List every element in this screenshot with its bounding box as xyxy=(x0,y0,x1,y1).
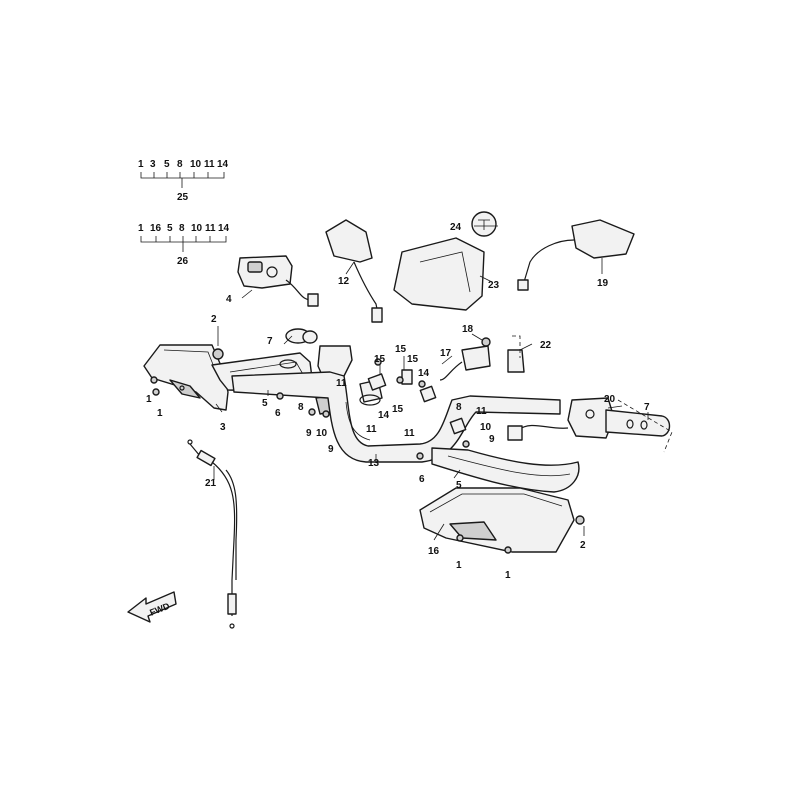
right-mirror xyxy=(517,219,635,291)
left-hand-guard xyxy=(143,344,229,411)
callout-21: 21 xyxy=(205,478,217,489)
group-25-member-8: 8 xyxy=(177,159,183,170)
right-switch-and-grip xyxy=(507,397,673,453)
callout-11-a: 11 xyxy=(336,378,347,389)
callout-15-b: 15 xyxy=(395,344,407,355)
callout-11-d: 11 xyxy=(476,406,487,417)
callout-10-b: 10 xyxy=(480,422,492,433)
callout-1-d: 1 xyxy=(505,570,511,581)
callout-8-b: 8 xyxy=(456,402,462,413)
right-hand-guard xyxy=(419,487,575,553)
callout-15-c: 15 xyxy=(407,354,419,365)
callout-15-d: 15 xyxy=(392,404,404,415)
left-mirror xyxy=(325,219,383,323)
center-clamps xyxy=(150,348,585,554)
cap xyxy=(471,211,497,237)
callout-7-b: 7 xyxy=(644,402,650,413)
callout-13: 13 xyxy=(368,458,380,469)
callout-23: 23 xyxy=(488,280,500,291)
callouts: 1 1 1 1 2 2 3 4 5 5 6 6 7 7 8 8 9 9 9 10… xyxy=(146,222,650,581)
callout-14-b: 14 xyxy=(418,368,430,379)
callout-18: 18 xyxy=(462,324,474,335)
group-25-member-5: 5 xyxy=(164,159,170,170)
callout-15-a: 15 xyxy=(374,354,386,365)
callout-9-c: 9 xyxy=(489,434,495,445)
throttle-cable xyxy=(187,439,238,629)
group-25-member-14: 14 xyxy=(217,159,229,170)
group-26-member-14: 14 xyxy=(218,223,230,234)
callout-1-c: 1 xyxy=(456,560,462,571)
fwd-direction-arrow: FWD xyxy=(127,591,177,623)
callout-8-a: 8 xyxy=(298,402,304,413)
assembly-group-26: 1 16 5 8 10 11 14 26 xyxy=(138,223,230,267)
group-26-member-10: 10 xyxy=(191,223,203,234)
left-switch-housing xyxy=(237,255,319,307)
group-26-label: 26 xyxy=(177,256,189,267)
callout-1-a: 1 xyxy=(146,394,152,405)
callout-11-b: 11 xyxy=(366,424,377,435)
group-25-member-11: 11 xyxy=(204,159,215,170)
callout-17: 17 xyxy=(440,348,452,359)
group-25-member-1: 1 xyxy=(138,159,144,170)
group-25-member-3: 3 xyxy=(150,159,156,170)
callout-19: 19 xyxy=(597,278,609,289)
callout-20: 20 xyxy=(604,394,616,405)
callout-5-a: 5 xyxy=(262,398,268,409)
group-26-member-5: 5 xyxy=(167,223,173,234)
callout-12: 12 xyxy=(338,276,350,287)
callout-4: 4 xyxy=(226,294,232,305)
callout-10-a: 10 xyxy=(316,428,328,439)
group-26-member-1: 1 xyxy=(138,223,144,234)
callout-9-a: 9 xyxy=(306,428,312,439)
leader-lines xyxy=(213,225,649,541)
group-26-member-16: 16 xyxy=(150,223,162,234)
callout-7-a: 7 xyxy=(267,336,273,347)
callout-24: 24 xyxy=(450,222,462,233)
callout-16: 16 xyxy=(428,546,440,557)
handlebar-cover xyxy=(393,237,485,311)
callout-2-b: 2 xyxy=(580,540,586,551)
group-26-member-11: 11 xyxy=(205,223,216,234)
callout-6-b: 6 xyxy=(419,474,425,485)
switch-block xyxy=(439,335,525,381)
group-25-member-10: 10 xyxy=(190,159,202,170)
assembly-group-25: 1 3 5 8 10 11 14 25 xyxy=(138,159,229,203)
callout-2-a: 2 xyxy=(211,314,217,325)
handlebar xyxy=(231,371,561,463)
callout-11-c: 11 xyxy=(404,428,415,439)
callout-22: 22 xyxy=(540,340,552,351)
callout-1-b: 1 xyxy=(157,408,163,419)
callout-6-a: 6 xyxy=(275,408,281,419)
callout-14-a: 14 xyxy=(378,410,390,421)
callout-3: 3 xyxy=(220,422,226,433)
group-26-member-8: 8 xyxy=(179,223,185,234)
right-guard-bracket xyxy=(431,447,580,493)
group-25-label: 25 xyxy=(177,192,189,203)
callout-5-b: 5 xyxy=(456,480,462,491)
callout-9-b: 9 xyxy=(328,444,334,455)
